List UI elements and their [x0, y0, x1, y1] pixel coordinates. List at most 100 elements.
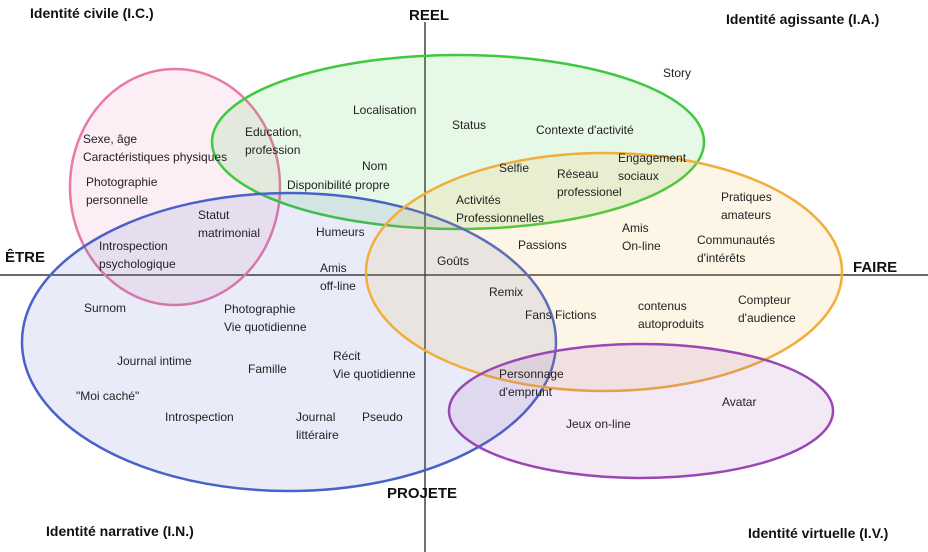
label-photo-perso-line-1: Photographie [86, 175, 158, 189]
ellipse-virtuelle [447, 342, 835, 480]
label-story-line-1: Story [663, 66, 691, 80]
axis-label-faire: FAIRE [853, 259, 897, 276]
axis-label-etre: ÊTRE [5, 248, 45, 266]
ellipse-agissante-faire [364, 151, 844, 393]
label-fans-fictions-line-1: Fans Fictions [525, 308, 596, 322]
label-avatar: Avatar [722, 395, 756, 409]
label-photo-perso-line-2: personnelle [86, 193, 148, 207]
label-journal-litteraire-line-2: littéraire [296, 428, 339, 442]
label-remix-line-1: Remix [489, 285, 523, 299]
label-nom: Nom [362, 159, 387, 173]
label-journal-litteraire: Journal littéraire [296, 410, 339, 442]
label-education-line-1: Education, [245, 125, 302, 139]
label-surnom: Surnom [84, 301, 126, 315]
label-reseau: Réseau professionel [557, 167, 622, 199]
label-nom-line-1: Nom [362, 159, 387, 173]
label-contenus-line-1: contenus [638, 299, 687, 313]
label-famille-line-1: Famille [248, 362, 287, 376]
label-personnage-line-1: Personnage [499, 367, 564, 381]
label-status: Status [452, 118, 486, 132]
label-photo-perso: Photographie personnelle [86, 175, 158, 207]
label-status-line-1: Status [452, 118, 486, 132]
label-pratiques: Pratiques amateurs [721, 190, 772, 222]
label-communautes-line-1: Communautés [697, 233, 775, 247]
label-journal-litteraire-line-1: Journal [296, 410, 335, 424]
label-reseau-line-2: professionel [557, 185, 622, 199]
label-passions: Passions [518, 238, 567, 252]
label-sexe-age-line-2: Caractéristiques physiques [83, 150, 227, 164]
label-contenus-line-2: autoproduits [638, 317, 704, 331]
label-reseau-line-1: Réseau [557, 167, 598, 181]
label-contenus: contenus autoproduits [638, 299, 704, 331]
label-statut: Statut matrimonial [198, 208, 260, 240]
ellipse-civile [68, 67, 282, 307]
label-engagement-line-1: Engagement [618, 151, 687, 165]
label-engagement-line-2: sociaux [618, 169, 659, 183]
label-introspection-psy: Introspection psychologique [99, 239, 176, 271]
label-journal-intime-line-1: Journal intime [117, 354, 192, 368]
label-recit-line-2: Vie quotidienne [333, 367, 416, 381]
axis-label-reel: REEL [409, 7, 449, 24]
label-photo-vie-line-1: Photographie [224, 302, 296, 316]
label-famille: Famille [248, 362, 287, 376]
corner-identite-virtuelle: Identité virtuelle (I.V.) [748, 525, 888, 541]
label-moi-cache: "Moi caché" [76, 389, 139, 403]
label-amis-online-line-1: Amis [622, 221, 649, 235]
label-moi-cache-line-1: "Moi caché" [76, 389, 139, 403]
label-jeux-online: Jeux on-line [566, 417, 631, 431]
label-pratiques-line-1: Pratiques [721, 190, 772, 204]
label-selfie-line-1: Selfie [499, 161, 529, 175]
label-localisation-line-1: Localisation [353, 103, 416, 117]
label-humeurs: Humeurs [316, 225, 365, 239]
label-selfie: Selfie [499, 161, 529, 175]
label-recit-line-1: Récit [333, 349, 361, 363]
label-surnom-line-1: Surnom [84, 301, 126, 315]
label-jeux-online-line-1: Jeux on-line [566, 417, 631, 431]
label-avatar-line-1: Avatar [722, 395, 756, 409]
label-amis-offline-line-2: off-line [320, 279, 356, 293]
label-journal-intime: Journal intime [117, 354, 192, 368]
label-introspection-psy-line-2: psychologique [99, 257, 176, 271]
label-statut-line-1: Statut [198, 208, 230, 222]
label-pseudo-line-1: Pseudo [362, 410, 403, 424]
label-communautes: Communautés d'intérêts [697, 233, 775, 265]
label-fans-fictions: Fans Fictions [525, 308, 596, 322]
label-introspection: Introspection [165, 410, 234, 424]
label-contexte: Contexte d'activité [536, 123, 634, 137]
label-amis-online-line-2: On-line [622, 239, 661, 253]
label-communautes-line-2: d'intérêts [697, 251, 745, 265]
label-disponibilite: Disponibilité propre [287, 178, 390, 192]
corner-identite-narrative: Identité narrative (I.N.) [46, 523, 194, 539]
label-introspection-psy-line-1: Introspection [99, 239, 168, 253]
label-remix: Remix [489, 285, 523, 299]
label-compteur-line-1: Compteur [738, 293, 791, 307]
corner-identite-civile: Identité civile (I.C.) [30, 5, 154, 21]
label-compteur-line-2: d'audience [738, 311, 796, 325]
axis-label-projete: PROJETE [387, 485, 457, 502]
label-pratiques-line-2: amateurs [721, 208, 771, 222]
label-personnage-line-2: d'emprunt [499, 385, 553, 399]
label-passions-line-1: Passions [518, 238, 567, 252]
ellipse-narrative [20, 191, 558, 493]
label-contexte-line-1: Contexte d'activité [536, 123, 634, 137]
label-disponibilite-line-1: Disponibilité propre [287, 178, 390, 192]
label-personnage: Personnage d'emprunt [499, 367, 564, 399]
label-introspection-line-1: Introspection [165, 410, 234, 424]
label-engagement: Engagement sociaux [618, 151, 687, 183]
label-education: Education, profession [245, 125, 302, 157]
label-statut-line-2: matrimonial [198, 226, 260, 240]
label-activites-line-1: Activités [456, 193, 501, 207]
label-pseudo: Pseudo [362, 410, 403, 424]
label-localisation: Localisation [353, 103, 416, 117]
label-sexe-age-line-1: Sexe, âge [83, 132, 137, 146]
label-gouts-line-1: Goûts [437, 254, 469, 268]
label-activites-line-2: Professionnelles [456, 211, 544, 225]
label-humeurs-line-1: Humeurs [316, 225, 365, 239]
label-education-line-2: profession [245, 143, 300, 157]
